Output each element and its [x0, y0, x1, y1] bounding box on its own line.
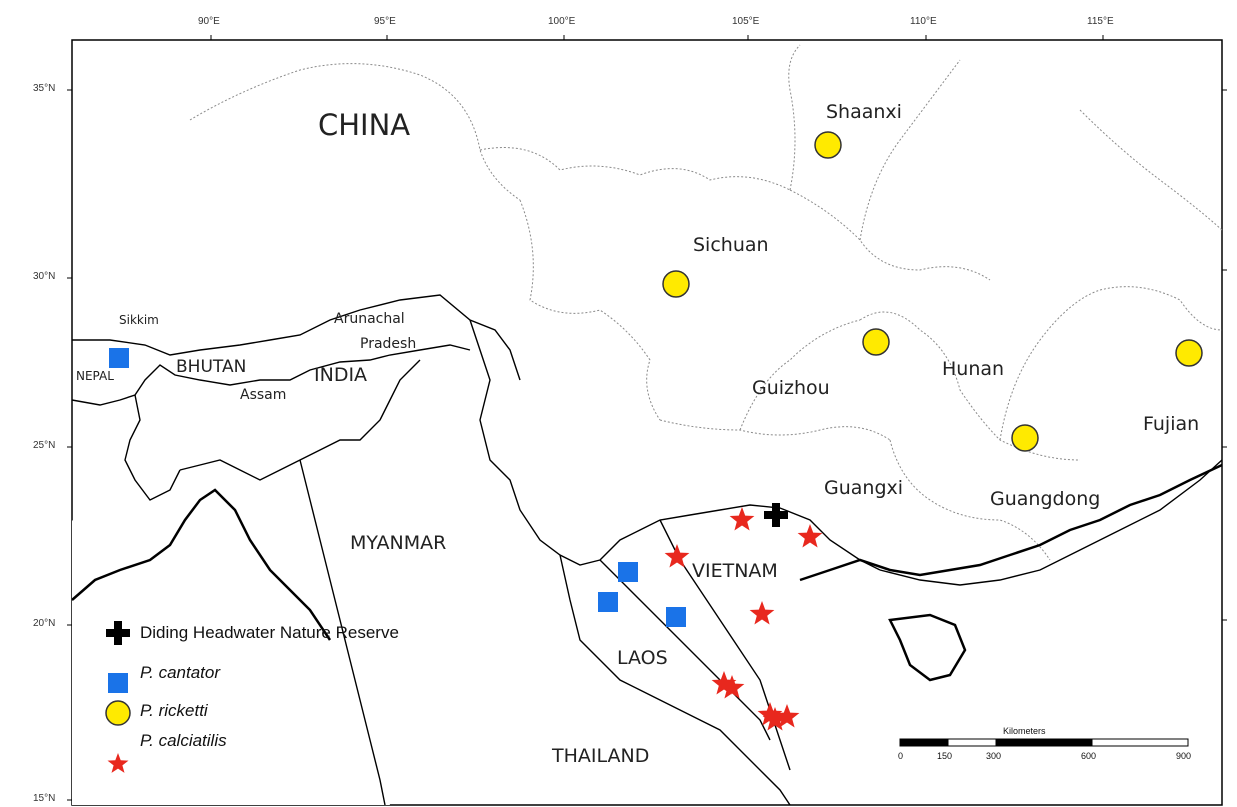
legend-star-icon	[107, 753, 129, 773]
legend-item-ricketti: P. ricketti	[100, 696, 399, 726]
legend-symbols	[105, 621, 131, 726]
calciatilis-point	[797, 524, 823, 548]
lon-tick-label: 95°E	[374, 16, 396, 27]
province-label-hunan: Hunan	[942, 358, 1005, 380]
calciatilis-point	[664, 544, 690, 568]
legend-label: P. calciatilis	[140, 731, 227, 750]
scale-bar-tick: 300	[986, 751, 1002, 761]
p-cantator-markers	[109, 348, 686, 627]
province-label-shaanxi: Shaanxi	[826, 101, 902, 123]
scale-bar-tick: 600	[1081, 751, 1097, 761]
calciatilis-point	[719, 675, 745, 699]
scale-bar-tick: 0	[898, 751, 904, 761]
country-label-laos: LAOS	[617, 647, 668, 669]
p-calciatilis-markers	[664, 507, 823, 731]
legend-label: P. cantator	[140, 663, 221, 682]
lon-tick-label: 90°E	[198, 16, 220, 27]
legend-item-reserve: Diding Headwater Nature Reserve	[100, 618, 399, 648]
ricketti-point	[814, 131, 842, 159]
legend-item-calciatilis: P. calciatilis	[100, 726, 399, 756]
country-label-bhutan: BHUTAN	[176, 357, 247, 377]
star-icon	[107, 753, 129, 773]
scale-bar	[899, 738, 1189, 747]
province-boundaries	[189, 44, 1223, 561]
sea-area	[72, 485, 390, 805]
country-label-china: CHINA	[318, 108, 411, 142]
calciatilis-point	[711, 671, 737, 695]
calciatilis-point	[757, 702, 783, 726]
country-label-vietnam: VIETNAM	[692, 560, 778, 582]
calciatilis-point	[774, 704, 800, 728]
cantator-point	[666, 607, 686, 627]
province-label-sichuan: Sichuan	[693, 234, 769, 256]
ricketti-point	[1011, 424, 1039, 452]
p-ricketti-markers	[662, 131, 1203, 452]
cantator-point	[598, 592, 618, 612]
lat-tick-label: 15°N	[33, 793, 56, 804]
lat-tick-label: 35°N	[33, 83, 56, 94]
ricketti-point	[862, 328, 890, 356]
calciatilis-point	[749, 601, 775, 625]
ricketti-point	[1175, 339, 1203, 367]
lon-tick-label: 105°E	[732, 16, 760, 27]
province-label-fujian: Fujian	[1143, 413, 1200, 435]
cantator-point	[618, 562, 638, 582]
lon-tick-label: 100°E	[548, 16, 576, 27]
country-boundaries	[71, 294, 1223, 806]
cantator-point	[109, 348, 129, 368]
lon-tick-label: 115°E	[1087, 16, 1114, 27]
ricketti-point	[662, 270, 690, 298]
lat-tick-label: 30°N	[33, 271, 56, 282]
lat-tick-label: 20°N	[33, 618, 56, 629]
scale-bar-tick: 900	[1176, 751, 1192, 761]
province-label-guizhou: Guizhou	[752, 377, 830, 399]
country-label-thailand: THAILAND	[552, 745, 650, 767]
legend-item-cantator: P. cantator	[100, 658, 399, 688]
province-label-sikkim: Sikkim	[119, 313, 159, 327]
country-label-myanmar: MYANMAR	[350, 532, 447, 554]
province-label-guangdong: Guangdong	[990, 488, 1101, 510]
calciatilis-point	[729, 507, 755, 531]
country-label-nepal: NEPAL	[76, 369, 114, 383]
calciatilis-point	[762, 707, 788, 731]
legend-label: Diding Headwater Nature Reserve	[140, 623, 399, 642]
province-label-pradesh: Pradesh	[360, 336, 417, 352]
frame-ticks	[67, 35, 1227, 801]
legend-label: P. ricketti	[140, 701, 208, 720]
lat-tick-label: 25°N	[33, 440, 56, 451]
province-label-assam: Assam	[240, 387, 287, 403]
coastline	[71, 463, 1223, 682]
lon-tick-label: 110°E	[910, 16, 937, 27]
province-label-arunachal: Arunachal	[334, 311, 405, 327]
map-legend: Diding Headwater Nature Reserve P. canta…	[100, 618, 399, 756]
reserve-marker	[764, 503, 788, 527]
scale-bar-title: Kilometers	[1003, 726, 1046, 736]
country-label-india: INDIA	[314, 364, 368, 386]
province-label-guangxi: Guangxi	[824, 477, 904, 499]
scale-bar-tick: 150	[937, 751, 953, 761]
